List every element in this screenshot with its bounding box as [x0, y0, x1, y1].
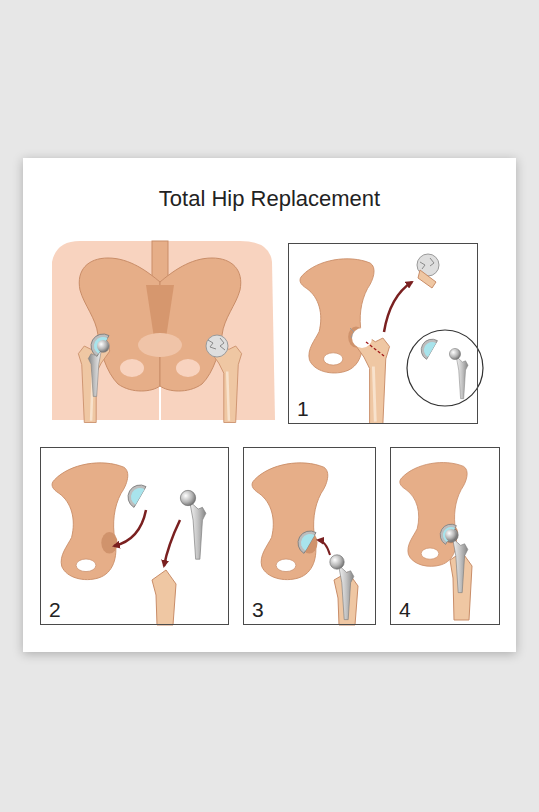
step-panel: 3 [243, 447, 376, 625]
step-number: 3 [252, 598, 264, 621]
step-panel: 4 [390, 447, 500, 625]
diagram-title: Total Hip Replacement [0, 186, 539, 212]
step-panel: 1 [288, 243, 478, 424]
step-number: 2 [49, 598, 61, 621]
step-1-art [300, 254, 483, 424]
step-4-art [400, 463, 472, 620]
step-number: 4 [399, 598, 411, 621]
step-panel: 2 [40, 447, 229, 625]
step-3-art [252, 463, 358, 625]
frontal-view [52, 241, 275, 423]
step-2-art [52, 463, 206, 625]
step-number: 1 [297, 397, 309, 420]
